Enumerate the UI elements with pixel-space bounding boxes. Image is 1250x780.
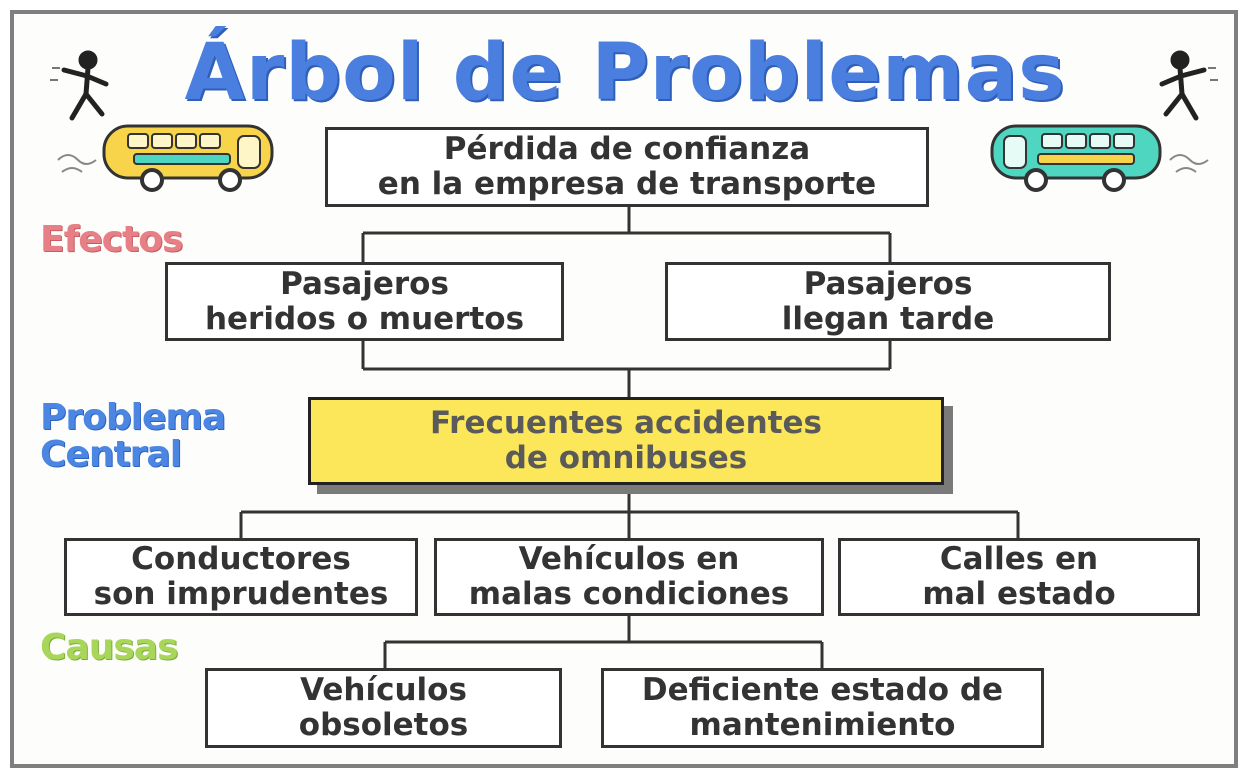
subcause-box-obsolete: Vehículos obsoletos	[205, 668, 562, 748]
bus-icon	[57, 124, 274, 192]
effect-box-injured: Pasajeros heridos o muertos	[165, 262, 564, 341]
diagram-title: Árbol de Problemas	[184, 28, 1066, 118]
cause-box-streets: Calles en mal estado	[838, 538, 1200, 616]
running-figure-icon	[50, 50, 109, 121]
effect-box-late: Pasajeros llegan tarde	[665, 262, 1111, 341]
central-problem-label: Problema Central	[40, 397, 226, 475]
central-problem-box: Frecuentes accidentes de omnibuses	[308, 397, 944, 485]
causes-label: Causas	[40, 627, 178, 668]
subcause-box-maintenance: Deficiente estado de mantenimiento	[601, 668, 1044, 748]
running-figure-icon	[1159, 50, 1218, 121]
cause-box-drivers: Conductores son imprudentes	[64, 538, 418, 616]
cause-box-vehicles: Vehículos en malas condiciones	[434, 538, 824, 616]
top-effect-box: Pérdida de confianza en la empresa de tr…	[325, 127, 929, 207]
bus-icon	[990, 124, 1209, 192]
effects-label: Efectos	[40, 219, 183, 260]
